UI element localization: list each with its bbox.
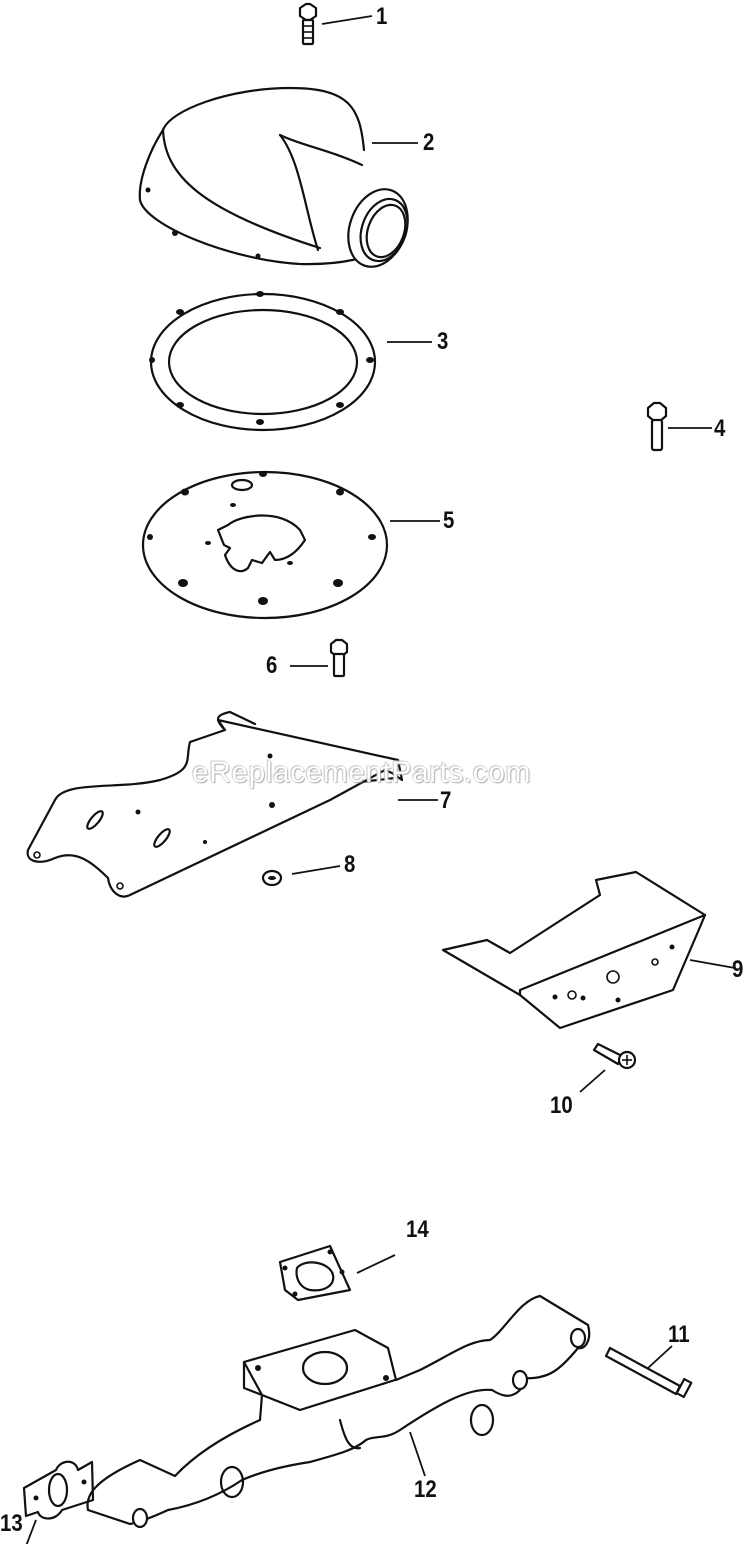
callout-14: 14 bbox=[406, 1216, 429, 1243]
callout-5: 5 bbox=[443, 507, 455, 534]
callout-13: 13 bbox=[0, 1510, 23, 1537]
callout-8: 8 bbox=[344, 851, 356, 878]
part-12-manifold-icon bbox=[86, 1294, 591, 1529]
part-14-gasket-icon bbox=[278, 1244, 396, 1302]
callout-10: 10 bbox=[550, 1092, 573, 1119]
part-9-bracket-icon bbox=[441, 870, 736, 1030]
callout-11: 11 bbox=[668, 1321, 690, 1348]
part-2-cover-icon bbox=[138, 86, 418, 268]
callout-4: 4 bbox=[714, 415, 726, 442]
callout-2: 2 bbox=[423, 129, 435, 156]
part-13-gasket-icon bbox=[22, 1460, 95, 1544]
callout-9: 9 bbox=[732, 956, 744, 983]
callout-7: 7 bbox=[440, 787, 452, 814]
part-1-bolt-icon bbox=[298, 2, 373, 46]
part-4-bolt-icon bbox=[646, 401, 712, 452]
part-5-plate-icon bbox=[141, 470, 440, 620]
callout-3: 3 bbox=[437, 328, 449, 355]
part-7-bracket-icon bbox=[26, 710, 438, 898]
watermark: eReplacementParts.com bbox=[192, 756, 531, 789]
callout-12: 12 bbox=[414, 1476, 437, 1503]
part-3-gasket-icon bbox=[149, 291, 432, 432]
part-8-nut-icon bbox=[261, 865, 341, 887]
callout-1: 1 bbox=[376, 3, 388, 30]
part-6-bolt-icon bbox=[290, 638, 349, 678]
part-11-bolt-icon bbox=[604, 1345, 693, 1399]
part-10-screw-icon bbox=[579, 1042, 637, 1093]
callout-6: 6 bbox=[266, 652, 278, 679]
